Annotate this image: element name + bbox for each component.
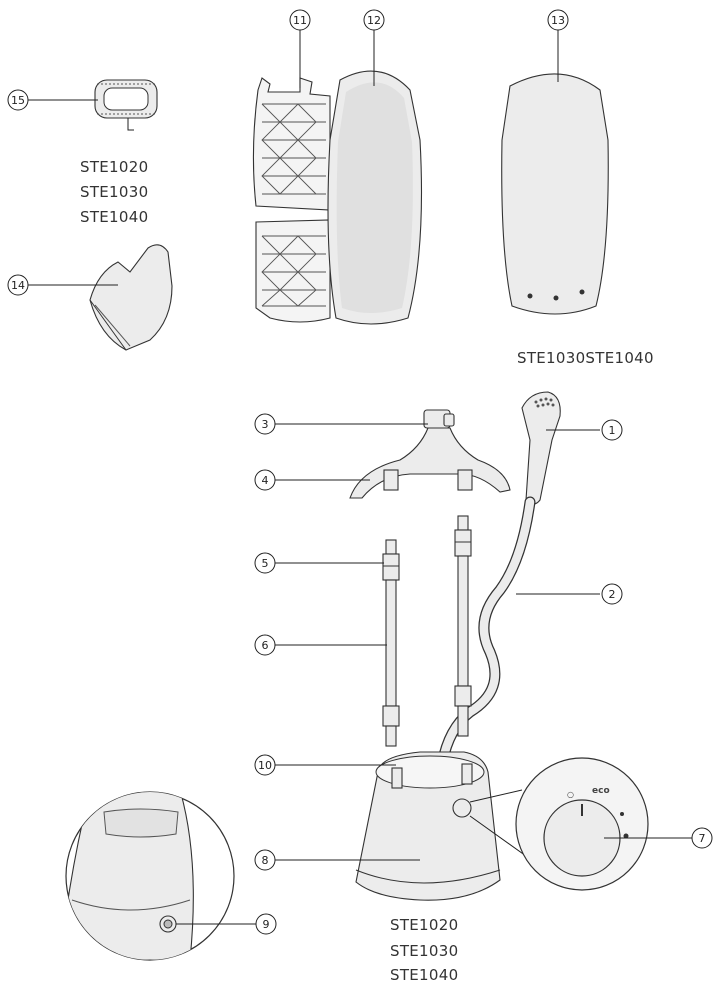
callout-15: 15 [7, 89, 29, 111]
callout-8: 8 [254, 849, 276, 871]
brush-icon [94, 79, 158, 131]
svg-text:9: 9 [263, 918, 270, 931]
svg-text:1: 1 [609, 424, 616, 437]
water-tank-icon [355, 751, 501, 901]
callout-6: 6 [254, 634, 276, 656]
callout-9: 9 [255, 913, 277, 935]
brush-pad-icon [252, 77, 331, 323]
model-label-ste1030-a: STE1030 [80, 183, 148, 201]
model-label-ste1030-ste1040: STE1030STE1040 [517, 349, 654, 367]
callout-14: 14 [7, 274, 29, 296]
svg-text:11: 11 [293, 14, 307, 27]
svg-text:○: ○ [567, 790, 574, 799]
svg-text:6: 6 [262, 639, 269, 652]
hose-icon [434, 496, 536, 786]
model-label-ste1040-b: STE1040 [390, 966, 458, 984]
steam-setting-dial-icon: ○ eco [452, 757, 649, 891]
ironing-board-large-icon [501, 73, 609, 315]
callout-4: 4 [254, 469, 276, 491]
drain-plug-icon [65, 791, 235, 961]
svg-text:7: 7 [699, 832, 706, 845]
callout-12: 12 [363, 9, 385, 31]
svg-text:4: 4 [262, 474, 269, 487]
callout-3: 3 [254, 413, 276, 435]
svg-text:12: 12 [367, 14, 381, 27]
dial-eco-label: eco [592, 786, 610, 796]
callout-7: 7 [691, 827, 713, 849]
svg-text:13: 13 [551, 14, 565, 27]
ironing-board-icon [327, 70, 423, 325]
svg-text:3: 3 [262, 418, 269, 431]
model-label-ste1020-b: STE1020 [390, 916, 458, 934]
svg-text:10: 10 [258, 759, 272, 772]
hanger-arms-icon [349, 427, 511, 499]
callout-2: 2 [601, 583, 623, 605]
svg-text:14: 14 [11, 279, 25, 292]
pole-icon [382, 515, 472, 747]
model-label-ste1030-b: STE1030 [390, 942, 458, 960]
model-label-ste1040-a: STE1040 [80, 208, 148, 226]
callout-5: 5 [254, 552, 276, 574]
glove-icon [89, 244, 173, 351]
svg-text:2: 2 [609, 588, 616, 601]
callout-11: 11 [289, 9, 311, 31]
model-label-ste1020-a: STE1020 [80, 158, 148, 176]
svg-text:5: 5 [262, 557, 269, 570]
pole-lock-icon [383, 541, 471, 567]
svg-text:15: 15 [11, 94, 25, 107]
garment-hanger-icon [423, 409, 455, 429]
callout-13: 13 [547, 9, 569, 31]
callout-1: 1 [601, 419, 623, 441]
svg-text:8: 8 [262, 854, 269, 867]
callout-10: 10 [254, 754, 276, 776]
pole-socket-icon [391, 763, 473, 789]
steamer-head-icon [521, 391, 561, 505]
